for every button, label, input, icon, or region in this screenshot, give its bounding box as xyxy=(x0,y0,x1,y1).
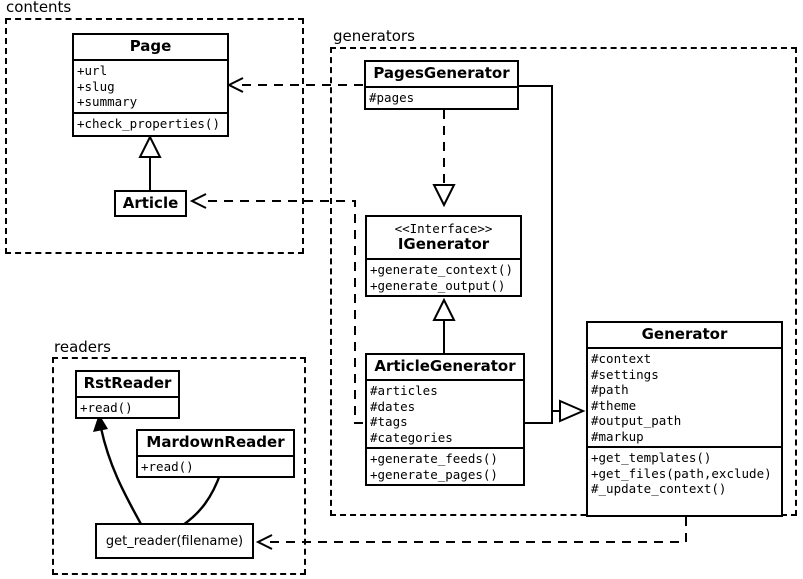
attribute: #settings xyxy=(591,366,659,382)
attribute: #markup xyxy=(591,428,644,444)
readers-package-label: readers xyxy=(52,338,113,356)
attribute: #dates xyxy=(370,398,416,414)
class-article-generator-title: ArticleGenerator xyxy=(374,357,516,375)
attribute: +url xyxy=(77,63,108,79)
contents-package xyxy=(5,18,304,254)
operation: +get_templates() xyxy=(591,450,712,466)
class-page-title: Page xyxy=(129,37,172,55)
attribute: #output_path xyxy=(591,413,682,429)
attribute: #articles xyxy=(370,383,438,399)
readers-package xyxy=(52,357,306,575)
operation: +generate_feeds() xyxy=(370,451,498,467)
class-mardown-reader-operations: +read() xyxy=(138,455,293,477)
class-article-generator[interactable]: ArticleGenerator #articles #dates #tags … xyxy=(365,353,525,486)
class-pages-generator[interactable]: PagesGenerator #pages xyxy=(364,60,519,110)
class-page-operations: +check_properties() xyxy=(74,111,227,134)
function-get-reader-label: get_reader(filename) xyxy=(105,533,244,549)
function-get-reader[interactable]: get_reader(filename) xyxy=(95,523,254,559)
class-rst-reader-title: RstReader xyxy=(83,374,172,392)
class-pages-generator-attributes: #pages xyxy=(366,86,517,108)
class-rst-reader-operations: +read() xyxy=(77,396,178,418)
edge-generator-to-getreader xyxy=(269,517,687,543)
class-igenerator-operations: +generate_context() +generate_output() xyxy=(367,258,520,295)
attribute: #tags xyxy=(370,414,408,430)
class-igenerator[interactable]: <<Interface>> IGenerator +generate_conte… xyxy=(365,215,522,297)
class-generator-title: Generator xyxy=(641,325,728,343)
attribute: #categories xyxy=(370,429,453,445)
class-generator[interactable]: Generator #context #settings #path #them… xyxy=(586,321,783,517)
class-generator-attributes: #context #settings #path #theme #output_… xyxy=(588,347,781,446)
contents-package-label: contents xyxy=(4,0,74,16)
operation: +read() xyxy=(80,400,133,416)
attribute: +slug xyxy=(77,78,115,94)
attribute: #pages xyxy=(369,90,415,106)
generators-package-label: generators xyxy=(331,27,417,45)
operation: #_update_context() xyxy=(591,481,727,497)
class-article-generator-attributes: #articles #dates #tags #categories xyxy=(367,379,523,447)
operation: +generate_output() xyxy=(370,277,506,293)
class-igenerator-title: <<Interface>> IGenerator xyxy=(367,217,520,258)
operation: +check_properties() xyxy=(77,115,220,131)
class-mardown-reader[interactable]: MardownReader +read() xyxy=(136,429,295,478)
class-page-attributes: +url +slug +summary xyxy=(74,59,227,112)
class-generator-operations: +get_templates() +get_files(path,exclude… xyxy=(588,446,781,499)
class-igenerator-name: IGenerator xyxy=(397,235,490,253)
operation: +generate_pages() xyxy=(370,466,498,482)
attribute: #context xyxy=(591,351,652,367)
attribute: #theme xyxy=(591,397,637,413)
class-pages-generator-title: PagesGenerator xyxy=(373,64,510,82)
class-article[interactable]: Article xyxy=(114,190,187,217)
class-article-generator-operations: +generate_feeds() +generate_pages() xyxy=(367,447,523,484)
class-igenerator-stereotype: <<Interface>> xyxy=(394,221,493,236)
attribute: +summary xyxy=(77,94,138,110)
class-mardown-reader-title: MardownReader xyxy=(146,433,285,451)
class-article-title: Article xyxy=(122,193,179,212)
attribute: #path xyxy=(591,382,629,398)
class-rst-reader[interactable]: RstReader +read() xyxy=(75,370,180,419)
operation: +read() xyxy=(141,459,194,475)
operation: +get_files(path,exclude) xyxy=(591,465,772,481)
class-page[interactable]: Page +url +slug +summary +check_properti… xyxy=(72,33,229,137)
operation: +generate_context() xyxy=(370,262,513,278)
